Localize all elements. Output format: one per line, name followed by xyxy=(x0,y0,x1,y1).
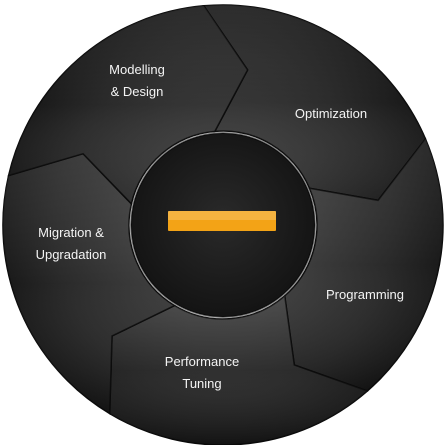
segment-label-line: Tuning xyxy=(182,376,221,391)
segment-label-line: Optimization xyxy=(295,106,367,121)
center-logo-bar xyxy=(168,211,276,231)
segment-label-migration-upgradation: Migration & Upgradation xyxy=(36,225,107,262)
segment-label-line: Migration & xyxy=(38,225,104,240)
segment-sheen-migration-upgradation xyxy=(8,5,248,204)
segment-sheen-optimization xyxy=(284,139,443,391)
segments-layer xyxy=(2,4,444,445)
segment-label-programming: Programming xyxy=(326,287,404,302)
segment-modelling-design xyxy=(202,4,427,202)
segment-sheen-performance-tuning xyxy=(2,153,175,414)
segment-performance-tuning xyxy=(2,152,177,415)
segment-label-line: Performance xyxy=(165,354,239,369)
center-hub-rim xyxy=(130,132,316,318)
center-logo-highlight xyxy=(168,211,276,220)
segment-programming xyxy=(108,294,369,445)
segment-label-line: Modelling xyxy=(109,62,165,77)
labels-layer: Modelling & DesignOptimizationProgramming… xyxy=(36,62,404,391)
segment-label-optimization: Optimization xyxy=(295,106,367,121)
segment-optimization xyxy=(283,137,444,392)
center-logo xyxy=(168,211,276,231)
segment-label-line: Programming xyxy=(326,287,404,302)
segment-sheen-programming xyxy=(109,295,368,445)
segment-migration-upgradation xyxy=(7,5,249,206)
segment-sheen-modelling-design xyxy=(203,4,426,201)
segment-label-line: & Design xyxy=(111,84,164,99)
segment-label-line: Upgradation xyxy=(36,247,107,262)
segment-label-modelling-design: Modelling & Design xyxy=(109,62,165,99)
